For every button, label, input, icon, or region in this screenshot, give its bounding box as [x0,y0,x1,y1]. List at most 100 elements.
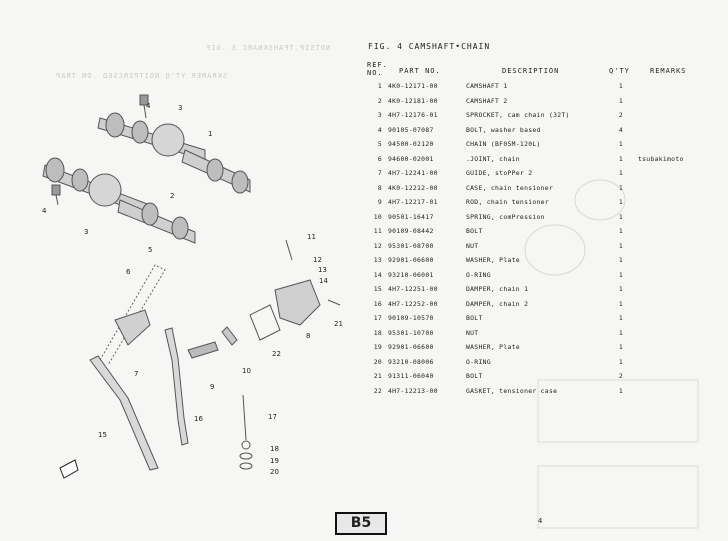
quantity-cell: 1 [618,270,624,279]
description-cell: SPRING, comPression [466,212,545,221]
ref-no-cell: 2 [377,96,382,105]
description-cell: SPROCKET, cam chain (32T) [466,111,570,119]
callout-label: 20 [270,468,279,476]
part-no-cell: 4K0-12171-00 [388,82,438,90]
header-part-no: PART NO. [399,67,441,75]
quantity-cell: 1 [618,198,624,206]
description-cell: BOLT [466,227,483,235]
part-no-cell: 4H7-12213-00 [388,386,438,395]
callout-label: 3 [178,104,183,112]
quantity-cell: 2 [618,111,624,119]
quantity-cell: 1 [618,343,624,351]
callout-label: 4 [42,207,47,215]
ref-no-cell: 3 [377,111,382,119]
part-no-cell: 90105-07087 [388,125,434,134]
part-no-cell: 93210-06001 [388,270,434,279]
quantity-cell: 2 [618,372,624,380]
ref-no-cell: 9 [377,198,382,206]
description-cell: CAMSHAFT 1 [466,82,508,90]
quantity-cell: 1 [618,357,624,366]
part-no-cell: 94600-02001 [388,154,434,163]
description-cell: ROD, chain tensioner [466,198,549,206]
part-no-cell: 92901-06600 [388,256,434,264]
quantity-cell: 1 [618,140,624,148]
quantity-cell: 1 [618,299,624,308]
description-cell: O-RING [466,270,491,279]
figure-title: FIG. 4 CAMSHAFT•CHAIN [368,42,491,51]
ref-no-cell: 21 [373,372,382,380]
quantity-cell: 4 [618,125,624,134]
part-no-cell: 95301-08700 [388,241,434,250]
description-cell: GUIDE, stoPPer 2 [466,169,533,177]
part-no-cell: 4H7-12176-01 [388,111,438,119]
part-no-cell: 91311-06040 [388,372,434,380]
callout-label: 13 [318,266,327,274]
quantity-cell: 1 [618,169,624,177]
ref-no-cell: 22 [373,386,382,395]
callout-label: 8 [306,332,311,340]
ref-no-cell: 15 [373,285,382,293]
callout-label: 7 [134,370,139,378]
callout-label: 15 [98,431,107,439]
description-cell: GASKET, tensioner case [466,386,558,395]
quantity-cell: 1 [618,212,624,221]
table-row: 13 92901-06600 WASHER, Plate 1 [360,256,700,269]
description-cell: O-RING [466,357,491,366]
callout-label: 2 [170,192,175,200]
remarks-cell: tsubakimoto [638,154,684,163]
header-remarks: REMARKS [650,67,687,75]
ref-no-cell: 13 [373,256,382,264]
ref-no-cell: 10 [373,212,382,221]
callout-label: 22 [272,350,281,358]
callout-label: 17 [268,413,277,421]
quantity-cell: 1 [618,227,624,235]
quantity-cell: 1 [618,154,624,163]
quantity-cell: 1 [618,328,624,337]
quantity-cell: 1 [618,96,624,105]
header-qty: Q'TY [609,67,630,75]
description-cell: DAMPER, chain 2 [466,299,529,308]
table-row: 14 93210-06001 O-RING 1 [360,271,700,284]
ref-no-cell: 12 [373,241,382,250]
callout-label: 19 [270,457,279,465]
callout-label: 12 [313,256,322,264]
table-row: 3 4H7-12176-01 SPROCKET, cam chain (32T) 2 [360,111,700,124]
part-no-cell: 90109-08442 [388,227,434,235]
page-number: 4 [538,517,543,525]
ref-no-cell: 1 [377,82,382,90]
table-row: 1 4K0-12171-00 CAMSHAFT 1 1 [360,82,700,95]
description-cell: .JOINT, chain [466,154,520,163]
part-no-cell: 90109-10570 [388,314,434,322]
header-ref-no: REF. NO. [367,61,388,77]
table-row: 9 4H7-12217-01 ROD, chain tensioner 1 [360,198,700,211]
part-no-cell: 4H7-12252-00 [388,299,438,308]
quantity-cell: 1 [618,256,624,264]
table-row: 11 90109-08442 BOLT 1 [360,227,700,240]
callout-label: 21 [334,320,343,328]
quantity-cell: 1 [618,82,624,90]
quantity-cell: 1 [618,285,624,293]
quantity-cell: 1 [618,183,624,192]
ref-no-cell: 19 [373,343,382,351]
ref-no-cell: 14 [373,270,382,279]
callout-label: 11 [307,233,316,241]
description-cell: WASHER, Plate [466,256,520,264]
part-no-cell: 4H7-12217-01 [388,198,438,206]
part-no-cell: 4K0-12212-00 [388,183,438,192]
callout-label: 18 [270,445,279,453]
part-no-cell: 4K0-12181-00 [388,96,438,105]
ref-no-cell: 7 [377,169,382,177]
ref-no-cell: 11 [373,227,382,235]
callout-label: 1 [208,130,213,138]
